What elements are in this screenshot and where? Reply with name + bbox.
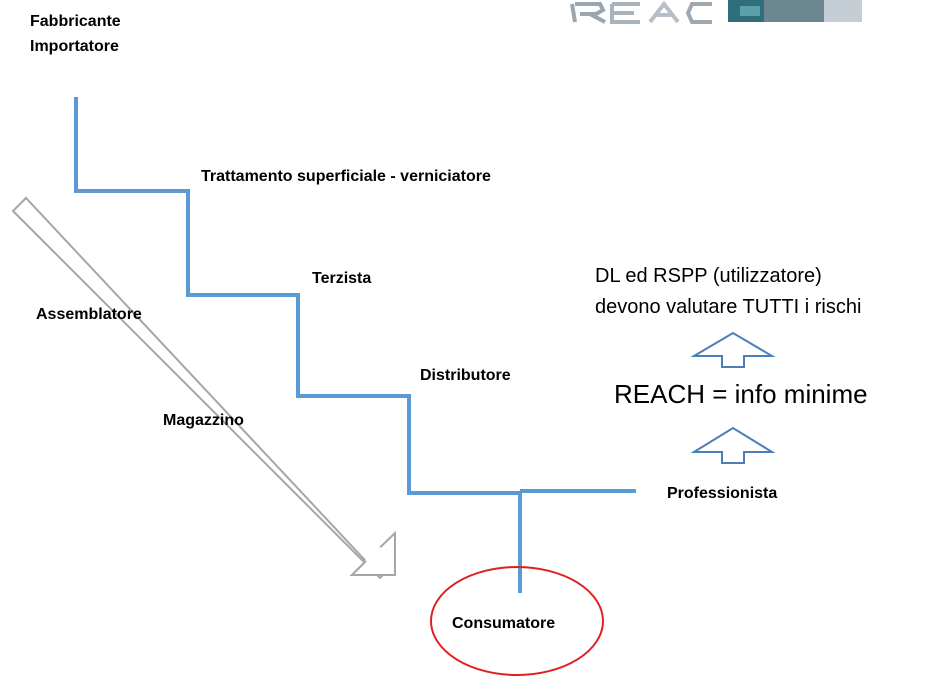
consumatore-ellipse (430, 566, 604, 676)
label-importatore: Importatore (30, 38, 119, 55)
label-professionista: Professionista (667, 485, 778, 502)
label-distributore: Distributore (420, 367, 511, 384)
downward-flow-arrow (11, 196, 396, 580)
label-terzista: Terzista (312, 270, 372, 287)
up-arrow-upper (690, 331, 776, 368)
label-assemblatore: Assemblatore (36, 306, 142, 323)
label-trattamento-superficiale: Trattamento superficiale - verniciatore (201, 168, 491, 185)
label-consumatore: Consumatore (452, 615, 556, 632)
note-dl-rspp-line2: devono valutare TUTTI i rischi (595, 296, 862, 318)
up-arrow-lower (690, 426, 776, 464)
reach-logo (570, 0, 862, 24)
note-dl-rspp-line1: DL ed RSPP (utilizzatore) (595, 265, 822, 287)
note-reach-info-minime: REACH = info minime (614, 379, 868, 409)
supply-chain-staircase (74, 97, 520, 495)
label-fabbricante: Fabbricante (30, 13, 121, 30)
label-magazzino: Magazzino (163, 412, 244, 429)
